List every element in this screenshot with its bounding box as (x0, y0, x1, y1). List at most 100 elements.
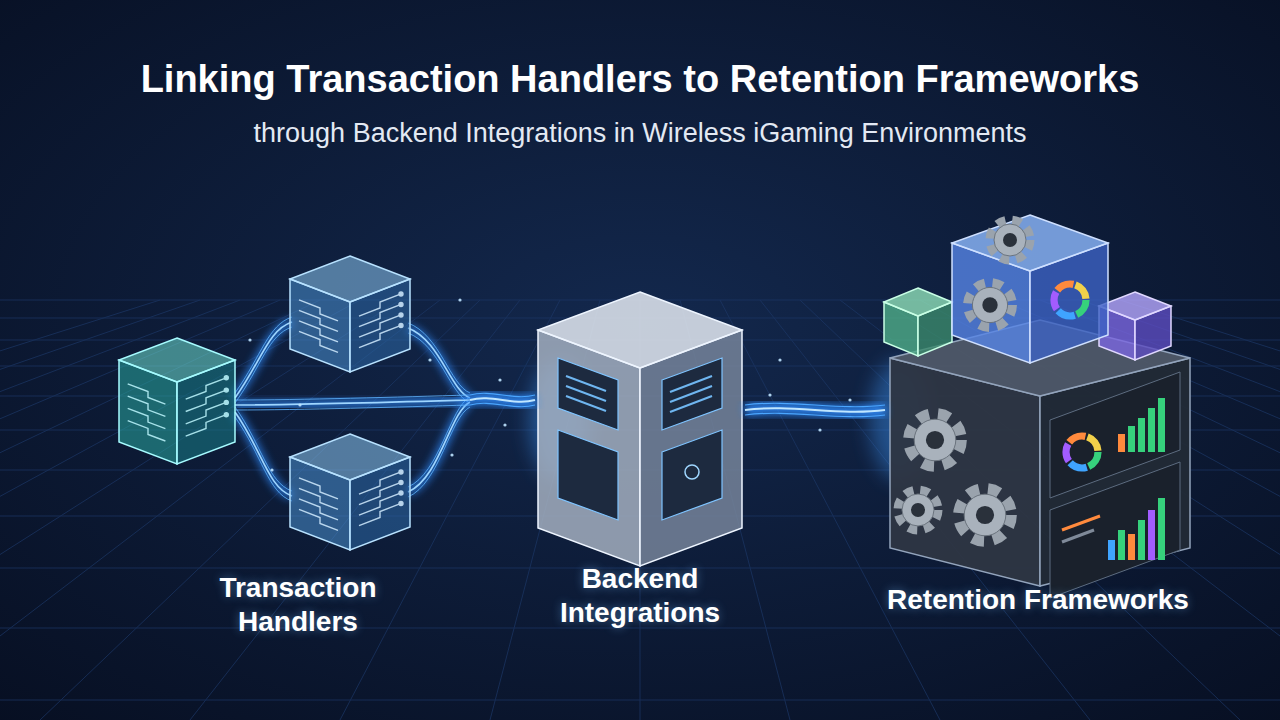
cube-face (952, 215, 1108, 271)
panel-line (670, 376, 712, 392)
gear-body (994, 224, 1026, 256)
panel-line (1062, 516, 1100, 530)
analytics-cube (952, 215, 1108, 363)
cube-face (290, 256, 410, 302)
particle (428, 358, 431, 361)
gear-hole (976, 506, 994, 524)
diagram-subtitle: through Backend Integrations in Wireless… (20, 116, 1260, 150)
connector-glow (470, 398, 535, 401)
particle (248, 338, 251, 341)
component-group: Retention Frameworks (885, 215, 1190, 580)
gear-hole (911, 503, 925, 517)
data-flow-connector (745, 403, 885, 416)
handler-cube (290, 256, 410, 372)
gear-teeth (968, 283, 1012, 327)
grid-line (0, 300, 320, 720)
circuit-dot (224, 376, 228, 380)
bar-chart (1128, 534, 1135, 560)
circuit-dot (399, 501, 403, 505)
cube-face (640, 330, 742, 566)
cube-face (890, 358, 1040, 586)
circuit-trace (359, 325, 401, 347)
connector-line (745, 408, 885, 411)
gear-hole (926, 431, 944, 449)
data-stream (235, 412, 292, 496)
connector-strand (745, 403, 885, 406)
data-stream (235, 327, 292, 403)
circuit-lines (299, 292, 403, 352)
circuit-dot (399, 323, 403, 327)
circuit-dot (399, 480, 403, 484)
circuit-trace (299, 331, 338, 352)
data-stream (235, 395, 470, 400)
data-stream (235, 407, 292, 491)
particle (270, 468, 273, 471)
gear-hole (982, 297, 997, 312)
circuit-trace (128, 384, 166, 404)
connector-line (470, 398, 535, 401)
circuit-lines (299, 470, 403, 530)
gear-teeth (909, 414, 961, 466)
data-stream (408, 407, 470, 497)
circuit-dot (399, 313, 403, 317)
handler-cube (119, 338, 235, 464)
circuit-trace (186, 390, 227, 411)
particle (818, 428, 821, 431)
donut-chart (1054, 284, 1086, 316)
illustration (119, 215, 1190, 598)
gear-body (902, 494, 934, 526)
panel-line (1062, 530, 1094, 542)
data-stream (235, 400, 470, 405)
cube-face (538, 292, 742, 368)
gear-hole (1003, 233, 1017, 247)
cube-face (884, 288, 952, 316)
cube-face (119, 338, 235, 382)
circuit-trace (186, 378, 227, 399)
grid-line (0, 300, 240, 720)
component-label: Retention Frameworks (858, 583, 1218, 617)
component-label: Transaction Handlers (178, 571, 418, 639)
gear-teeth (990, 220, 1030, 260)
screen-panel (662, 430, 722, 520)
data-stream (235, 322, 292, 398)
component-label: Backend Integrations (525, 562, 755, 630)
particle (503, 423, 506, 426)
grid-line (0, 300, 360, 720)
bar-chart (1118, 434, 1125, 452)
connector-glow (745, 408, 885, 411)
circuit-dot (399, 491, 403, 495)
gear-teeth (959, 489, 1011, 541)
handler-cube (290, 434, 410, 550)
backend-cube (538, 292, 742, 566)
component-group: Transaction Handlers (115, 255, 470, 555)
connector-strand (470, 393, 535, 396)
circuit-trace (186, 402, 227, 423)
donut-chart (1066, 436, 1098, 468)
screen-panel (558, 430, 618, 520)
gear-icon (909, 414, 961, 466)
grid-line (840, 300, 1280, 720)
particle (848, 398, 851, 401)
bar-chart (1158, 498, 1165, 560)
small-cube (884, 288, 952, 356)
cube-face (538, 330, 640, 566)
circuit-trace (128, 408, 166, 428)
bar-chart (1148, 408, 1155, 452)
bar-chart (1138, 520, 1145, 560)
data-flow-connector (470, 393, 535, 406)
circuit-trace (128, 421, 166, 441)
cube-face (290, 434, 410, 480)
data-stream (235, 412, 292, 496)
circuit-dot (224, 413, 228, 417)
gear-icon (898, 490, 938, 530)
donut-chart (1054, 284, 1086, 316)
connector-strand (745, 413, 885, 416)
circuit-trace (299, 509, 338, 530)
particle (298, 403, 301, 406)
small-cube (1099, 292, 1171, 360)
circuit-lines (128, 376, 229, 441)
data-stream (235, 400, 470, 405)
particle (450, 453, 453, 456)
data-stream (408, 333, 470, 403)
